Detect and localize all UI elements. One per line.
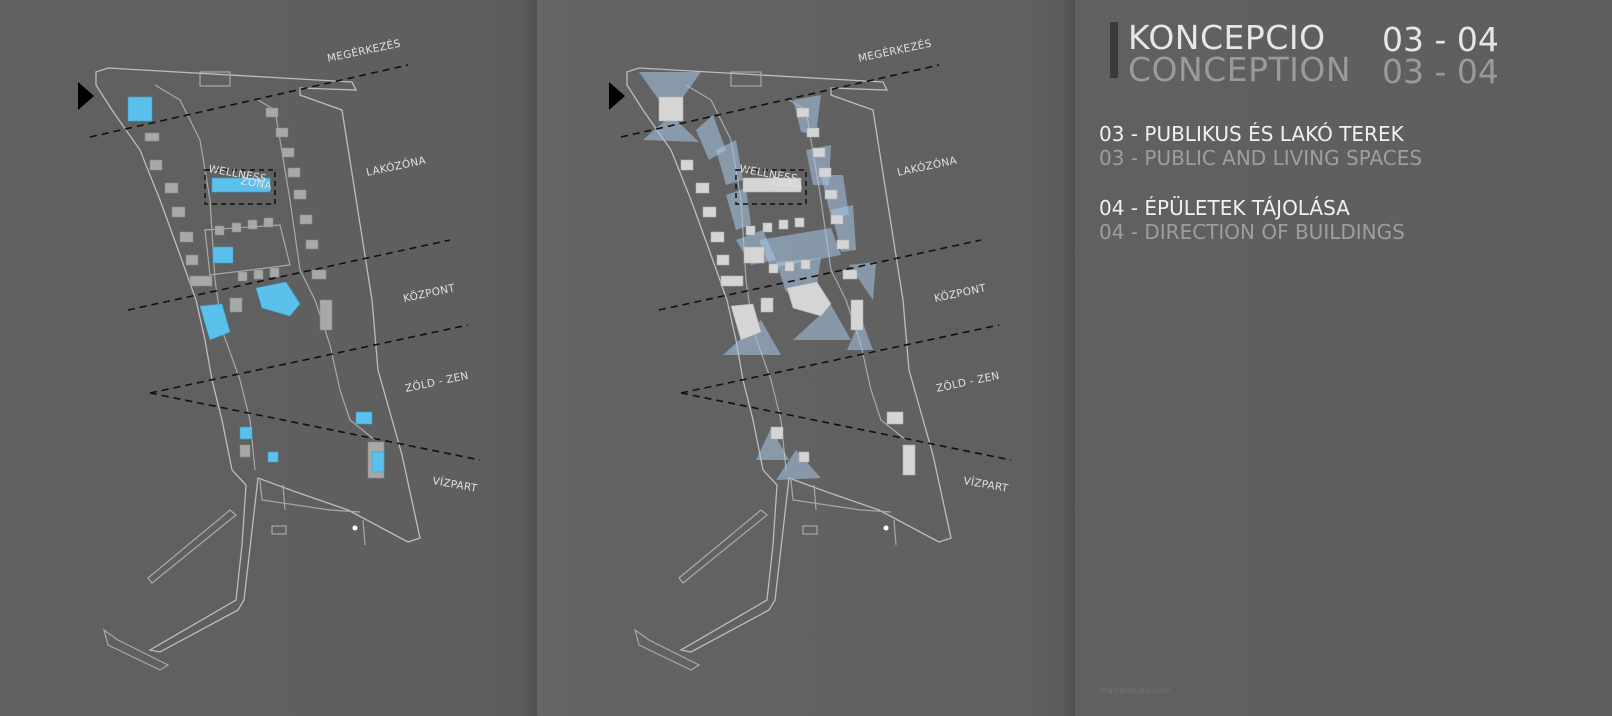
page-public-living-spaces: MEGÉRKEZÉS LAKÓZÓNA WELLNESS ZÓNA KÖZPON…	[0, 0, 537, 716]
zone-label-green-2: ZÖLD - ZEN	[935, 369, 1001, 395]
zone-line-waterfront-2	[680, 392, 1012, 461]
zone-label-arrival: MEGÉRKEZÉS	[326, 37, 402, 65]
number-hungarian: 03 - 04	[1382, 20, 1499, 59]
landmark-dot-2	[883, 525, 889, 531]
zone-line-arrival	[89, 64, 409, 138]
footer-url: masfelstudio.com	[1100, 686, 1171, 695]
entrance-arrow-icon	[78, 82, 94, 110]
shore-path	[259, 479, 361, 513]
parking-top-2	[730, 71, 762, 87]
zone-label-green: ZÖLD - ZEN	[404, 369, 470, 395]
shore-hut	[271, 525, 287, 535]
zone-label-living-2: LAKÓZÓNA	[896, 153, 959, 178]
entrance-arrow-icon	[609, 82, 625, 110]
zone-label-center-2: KÖZPONT	[933, 281, 988, 305]
shore-marker	[282, 484, 286, 511]
zone-label-waterfront: VÍZPART	[431, 474, 478, 495]
jetty	[147, 509, 237, 584]
zone-label-living: LAKÓZÓNA	[365, 153, 428, 178]
zone-label-wellness-2: ZÓNA	[239, 174, 273, 192]
page-fold-1	[523, 0, 537, 716]
section-04-hungarian: 04 - ÉPÜLETEK TÁJOLÁSA	[1099, 196, 1350, 220]
zone-label-waterfront-2: VÍZPART	[962, 474, 1009, 495]
orientation-cones	[639, 72, 876, 480]
landmark-dot	[352, 525, 358, 531]
wellness-zone-box-2	[735, 169, 807, 205]
main-road-2	[685, 84, 787, 471]
shore-path-2	[790, 479, 892, 513]
zone-line-center-top	[127, 239, 451, 311]
parking-top	[199, 71, 231, 87]
buildings-residential	[144, 107, 385, 479]
zone-label-arrival-2: MEGÉRKEZÉS	[857, 37, 933, 65]
main-road	[154, 84, 256, 471]
section-03-hungarian: 03 - PUBLIKUS ÉS LAKÓ TEREK	[1099, 122, 1404, 146]
number-english: 03 - 04	[1382, 52, 1499, 91]
public-spaces-blue	[127, 96, 385, 473]
zone-line-arrival-2	[620, 64, 940, 138]
title-english: CONCEPTION	[1128, 50, 1352, 89]
zone-line-waterfront	[149, 392, 481, 461]
page-fold-2	[1061, 0, 1075, 716]
buildings-white	[658, 96, 916, 476]
pier-2	[633, 628, 701, 671]
site-plan-public-living: MEGÉRKEZÉS LAKÓZÓNA WELLNESS ZÓNA KÖZPON…	[78, 37, 481, 671]
shore-hut-2	[802, 525, 818, 535]
side-road-2	[788, 99, 907, 441]
page-building-orientation: MEGÉRKEZÉS LAKÓZÓNA WELLNESS ZÓNA KÖZPON…	[537, 0, 1075, 716]
shore-marker-3	[813, 484, 817, 511]
side-road	[257, 99, 376, 441]
section-04-english: 04 - DIRECTION OF BUILDINGS	[1099, 220, 1405, 244]
zone-line-center-bottom-2	[680, 324, 1000, 394]
title-hungarian: KONCEPCIO	[1128, 18, 1326, 57]
zone-line-center-top-2	[658, 239, 982, 311]
pier	[102, 628, 170, 671]
site-plan-orientation: MEGÉRKEZÉS LAKÓZÓNA WELLNESS ZÓNA KÖZPON…	[609, 37, 1012, 671]
site-boundary-2	[626, 67, 952, 653]
site-boundary	[95, 67, 421, 653]
shore-marker-2	[362, 519, 366, 546]
jetty-2	[678, 509, 768, 584]
wellness-zone-box	[204, 169, 276, 205]
zone-line-center-bottom	[149, 324, 469, 394]
zone-label-wellness-4: ZÓNA	[770, 174, 804, 192]
shore-marker-4	[893, 519, 897, 546]
zone-label-center: KÖZPONT	[402, 281, 457, 305]
page-text: KONCEPCIO CONCEPTION 03 - 04 03 - 04 03 …	[1075, 0, 1612, 716]
section-03-english: 03 - PUBLIC AND LIVING SPACES	[1099, 146, 1423, 170]
title-accent-bar	[1110, 22, 1118, 78]
